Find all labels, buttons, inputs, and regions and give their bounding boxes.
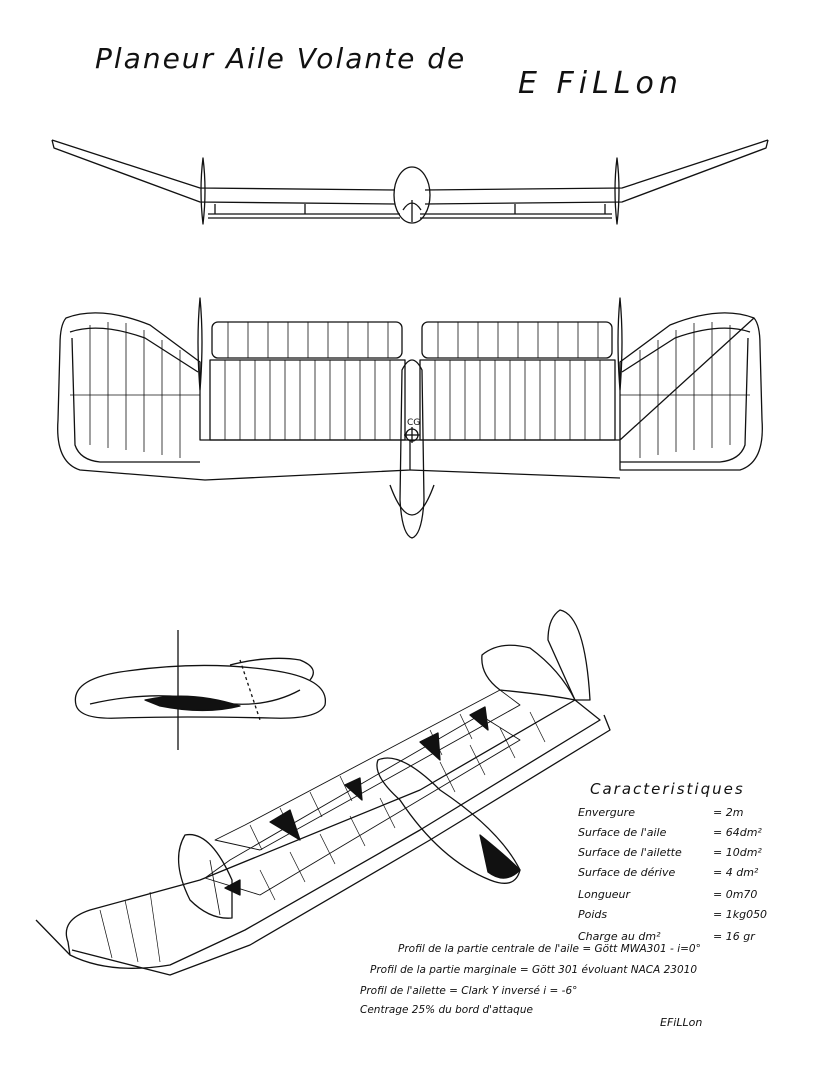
characteristics-block: Caracteristiques Envergure = 2m Surface … bbox=[578, 780, 808, 943]
spec-label: Envergure bbox=[578, 806, 635, 819]
spec-label: Longueur bbox=[578, 888, 631, 901]
spec-value: = 16 gr bbox=[713, 930, 755, 943]
profile-note: Centrage 25% du bord d'attaque bbox=[360, 1004, 533, 1016]
signature: EFiLLon bbox=[660, 1016, 703, 1029]
front-view bbox=[51, 139, 769, 225]
profile-note: Profil de la partie centrale de l'aile =… bbox=[398, 943, 701, 955]
spec-value: = 10dm² bbox=[713, 846, 762, 859]
perspective-view bbox=[35, 609, 611, 976]
plan-view bbox=[57, 297, 763, 539]
spec-label: Charge au dm² bbox=[578, 930, 661, 943]
spec-value: = 0m70 bbox=[713, 888, 758, 901]
designer-name: E FiLLon bbox=[518, 66, 683, 101]
spec-value: = 1kg050 bbox=[713, 908, 768, 921]
spec-value: = 2m bbox=[713, 806, 744, 819]
cg-label: CG bbox=[407, 418, 420, 428]
profile-note: Profil de l'ailette = Clark Y inversé i … bbox=[360, 985, 578, 997]
spec-label: Surface de l'aile bbox=[578, 826, 667, 839]
spec-label: Poids bbox=[578, 908, 608, 921]
profile-note: Profil de la partie marginale = Gött 301… bbox=[370, 964, 698, 976]
spec-label: Surface de l'ailette bbox=[578, 846, 682, 859]
spec-value: = 64dm² bbox=[713, 826, 762, 839]
spec-label: Surface de dérive bbox=[578, 866, 676, 879]
characteristics-heading: Caracteristiques bbox=[590, 780, 745, 798]
side-profile-view bbox=[74, 630, 326, 750]
drawing-title: Planeur Aile Volante de bbox=[95, 42, 467, 75]
spec-value: = 4 dm² bbox=[713, 866, 759, 879]
